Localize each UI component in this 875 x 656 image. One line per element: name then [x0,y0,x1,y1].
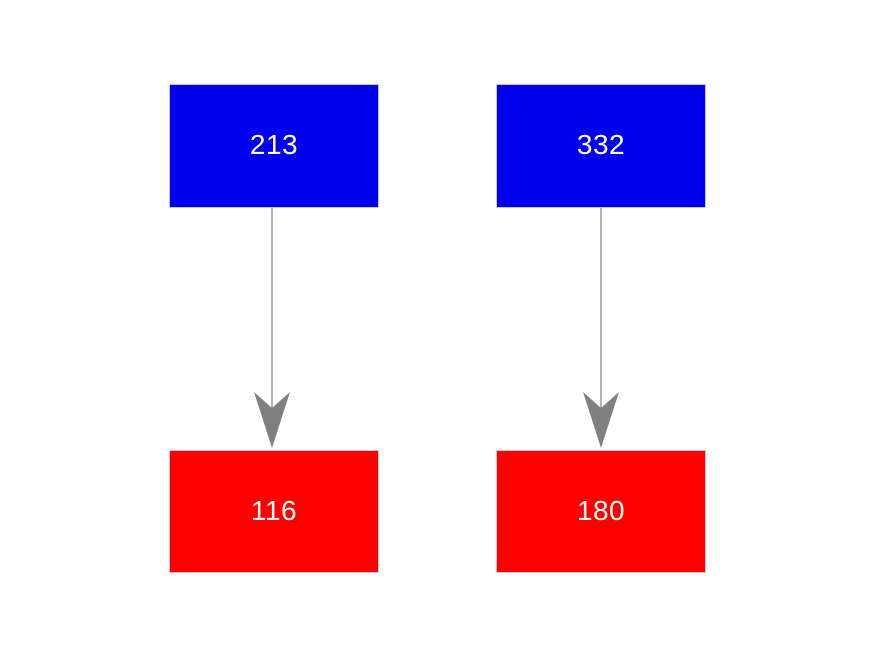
arrowhead-icon [583,392,619,448]
node-source-213[interactable]: 213 [169,84,379,208]
node-target-116[interactable]: 116 [169,450,379,573]
node-label: 213 [249,129,299,160]
edge-arrow [254,208,290,448]
node-target-180[interactable]: 180 [496,450,706,573]
node-label: 180 [576,494,626,526]
node-label: 116 [250,494,298,526]
arrowhead-icon [254,392,290,448]
edge-arrow [583,208,619,448]
node-label: 332 [576,129,626,160]
node-source-332[interactable]: 332 [496,84,706,208]
